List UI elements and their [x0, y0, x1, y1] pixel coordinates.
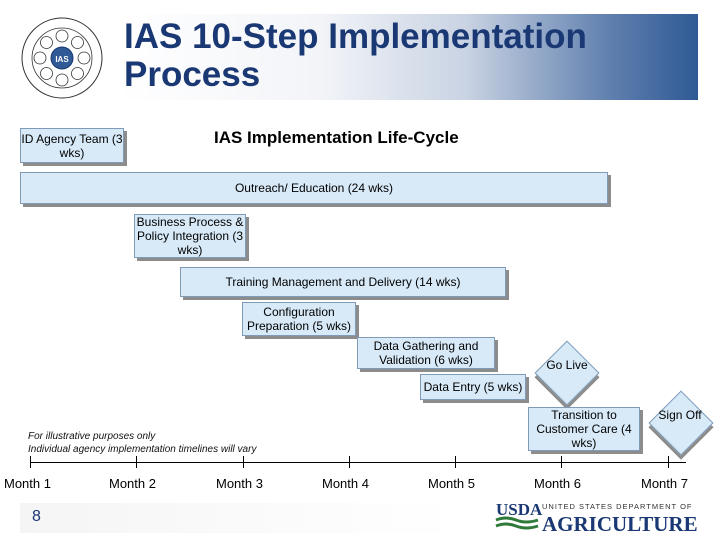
illustrative-note: For illustrative purposes only Individua…	[28, 430, 256, 456]
note-line-1: For illustrative purposes only	[28, 431, 156, 442]
page-number: 8	[32, 508, 41, 525]
step-outreach: Outreach/ Education (24 wks)	[20, 172, 608, 204]
month-label-5: Month 5	[428, 476, 475, 491]
timeline-tick	[243, 456, 244, 468]
usda-dept-text: UNITED STATES DEPARTMENT OF	[542, 502, 692, 511]
step-data-gathering-label: Data Gathering and Validation (6 wks)	[373, 339, 479, 367]
month-label-6: Month 6	[534, 476, 581, 491]
step-data-entry: Data Entry (5 wks)	[420, 374, 526, 400]
milestone-sign-off-label: Sign Off	[658, 408, 702, 422]
timeline-tick	[668, 456, 669, 468]
step-configuration-label: Configuration Preparation (5 wks)	[246, 305, 352, 333]
milestone-sign-off	[648, 390, 714, 456]
page-title: IAS 10-Step Implementation Process	[124, 17, 587, 94]
step-transition-label: Transition to Customer Care (4 wks)	[536, 408, 632, 450]
month-label-4: Month 4	[322, 476, 369, 491]
timeline-tick	[349, 456, 350, 468]
step-data-gathering: Data Gathering and Validation (6 wks)	[357, 337, 495, 369]
step-id-agency-team-label: ID Agency Team (3 wks)	[21, 131, 123, 160]
usda-logo-text: USDA	[496, 500, 543, 519]
timeline-axis	[30, 462, 686, 463]
timeline-tick	[561, 456, 562, 468]
timeline-tick	[30, 456, 31, 468]
step-business-process-label: Business Process & Policy Integration (3…	[136, 215, 244, 257]
timeline-tick	[455, 456, 456, 468]
milestone-go-live	[534, 340, 600, 406]
logo-center-text: IAS	[55, 55, 69, 64]
timeline-tick	[136, 456, 137, 468]
step-id-agency-team: ID Agency Team (3 wks)	[20, 128, 124, 163]
step-configuration: Configuration Preparation (5 wks)	[242, 302, 356, 336]
milestone-go-live-label: Go Live	[546, 358, 588, 372]
title-band	[118, 14, 698, 100]
step-training: Training Management and Delivery (14 wks…	[180, 267, 506, 297]
step-business-process: Business Process & Policy Integration (3…	[134, 214, 246, 258]
step-outreach-label: Outreach/ Education (24 wks)	[234, 181, 394, 195]
lifecycle-title: IAS Implementation Life-Cycle	[214, 128, 459, 147]
month-label-1: Month 1	[4, 476, 51, 491]
usda-agriculture-text: AGRICULTURE	[542, 512, 698, 534]
step-transition: Transition to Customer Care (4 wks)	[528, 407, 640, 451]
step-data-entry-label: Data Entry (5 wks)	[423, 380, 523, 394]
month-label-7: Month 7	[641, 476, 688, 491]
ias-seal-logo: IAS	[21, 17, 103, 99]
step-training-label: Training Management and Delivery (14 wks…	[225, 275, 461, 289]
note-line-2: Individual agency implementation timelin…	[28, 444, 257, 455]
usda-logo: USDA UNITED STATES DEPARTMENT OF AGRICUL…	[495, 500, 698, 534]
month-label-2: Month 2	[109, 476, 156, 491]
month-label-3: Month 3	[216, 476, 263, 491]
footer-bar	[20, 503, 460, 533]
